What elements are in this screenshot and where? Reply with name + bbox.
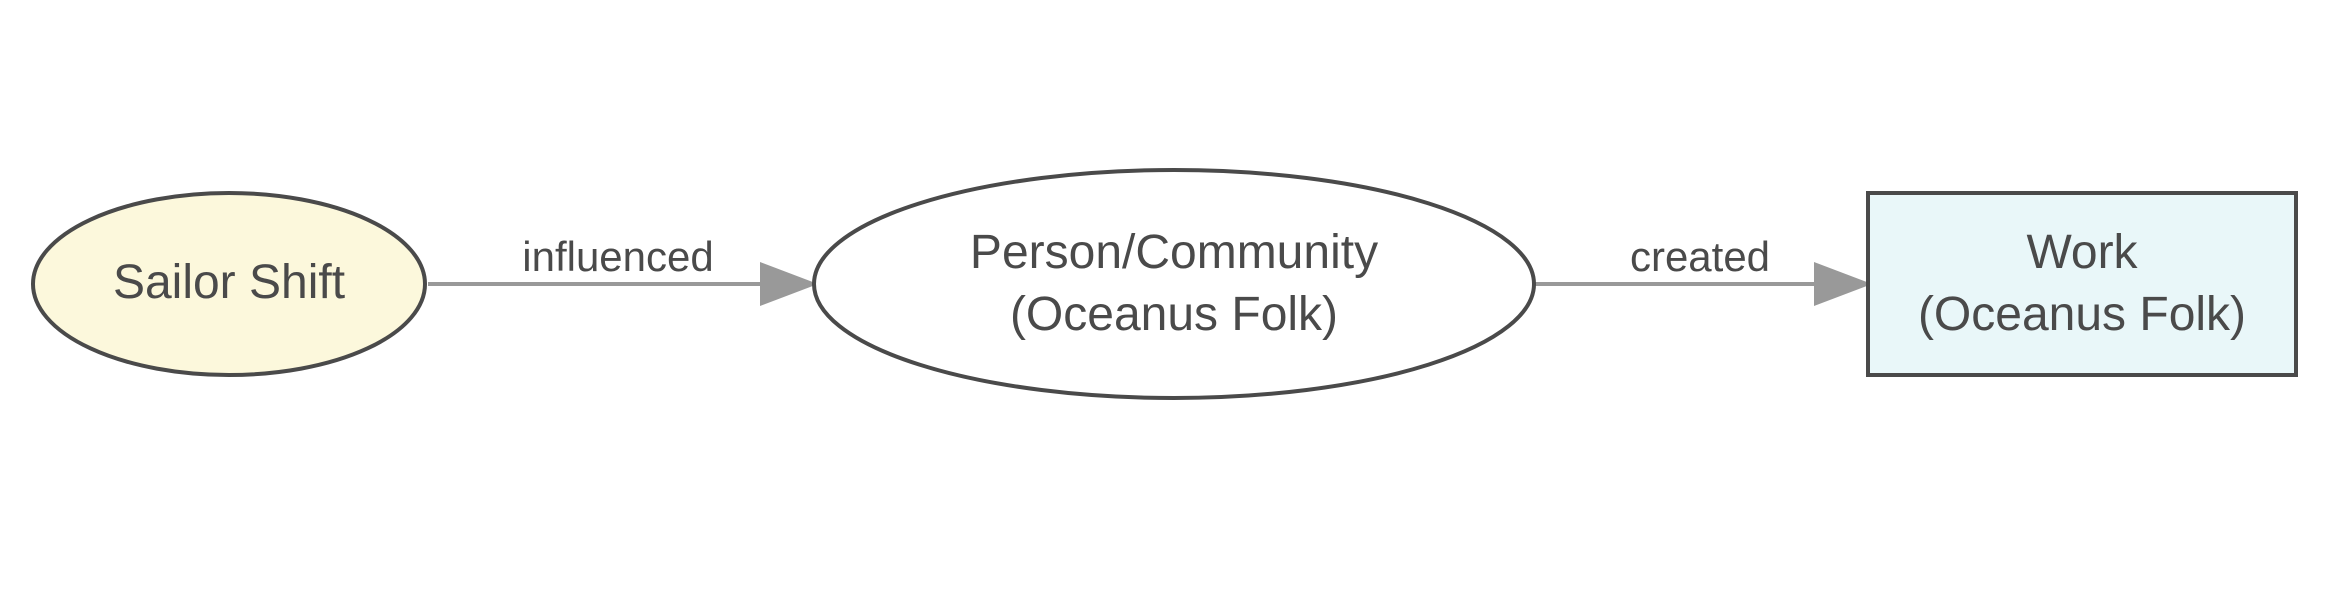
node-person-community-label-line2: (Oceanus Folk) [1010,288,1338,341]
node-sailor-shift[interactable]: Sailor Shift [31,191,427,377]
node-person-community-label-line1: Person/Community [970,226,1378,279]
node-work-label-line2: (Oceanus Folk) [1918,288,2246,341]
node-work-label-line1: Work [2026,226,2138,279]
edge-created-arrowhead [1814,262,1872,306]
edge-influenced: influenced [428,233,818,306]
edge-created: created [1534,233,1872,306]
node-work[interactable]: Work (Oceanus Folk) [1866,191,2298,377]
edge-created-label: created [1630,233,1770,280]
node-work-shape [1866,191,2298,377]
node-person-community-shape [812,168,1536,400]
node-sailor-shift-shape [31,191,427,377]
node-person-community[interactable]: Person/Community (Oceanus Folk) [812,168,1536,400]
node-sailor-shift-label: Sailor Shift [113,256,345,309]
edge-influenced-label: influenced [522,233,713,280]
edge-influenced-arrowhead [760,262,818,306]
